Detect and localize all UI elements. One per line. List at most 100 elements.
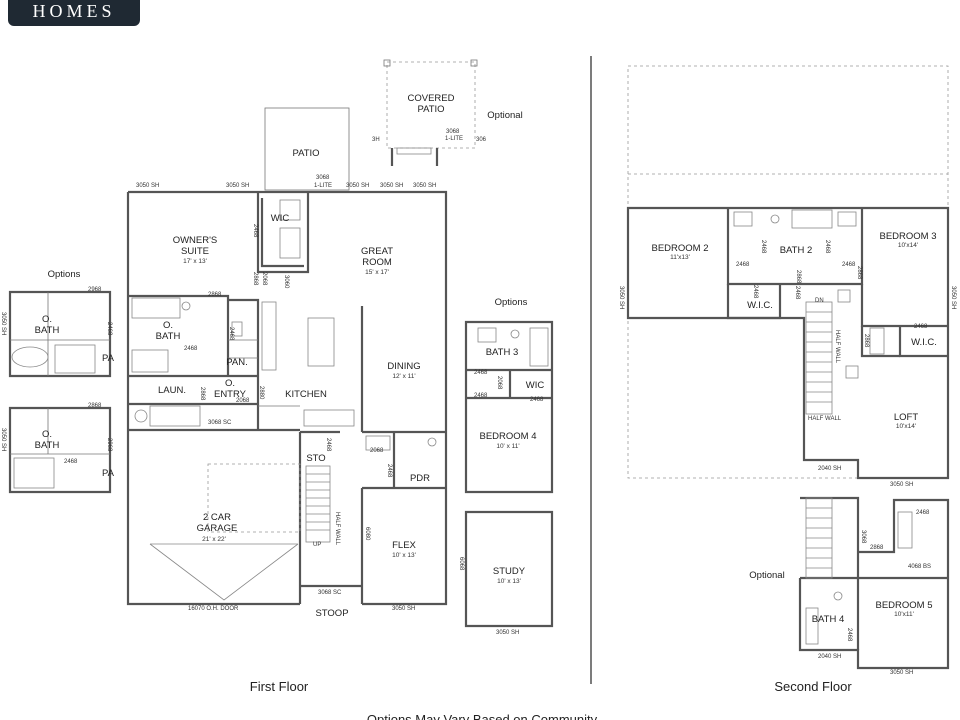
label-owners-suite-size: 17' x 13' xyxy=(183,258,207,265)
code: 2968 xyxy=(88,287,102,293)
label-laundry: LAUN. xyxy=(158,385,186,396)
first-floor-stairs xyxy=(305,465,331,543)
label-opt-bath-b: O. xyxy=(42,429,52,440)
code: 3050 SH xyxy=(496,630,519,636)
label-loft: LOFT xyxy=(894,412,918,423)
code: 16070 O.H. DOOR xyxy=(188,606,239,612)
code: 6080 xyxy=(364,527,370,541)
label-opt-pa-b: PA xyxy=(102,468,115,479)
label-down: DN xyxy=(815,298,824,304)
label-bedroom3: BEDROOM 3 xyxy=(879,231,936,242)
code: 2468 xyxy=(386,464,392,478)
label-pantry: PAN. xyxy=(226,357,247,368)
options-title-left: Options xyxy=(48,269,81,280)
code: 2968 xyxy=(106,438,112,452)
label-entry: O. xyxy=(225,378,235,389)
code: 2068 xyxy=(236,398,250,404)
code: 3060 xyxy=(283,275,289,289)
code: 306 xyxy=(476,137,487,143)
label-owners-suite: OWNER'S xyxy=(173,235,218,246)
first-floor-labels: COVERED PATIO Optional PATIO WIC OWNER'S… xyxy=(156,93,523,619)
code: 2468 xyxy=(752,285,758,299)
code: 3H xyxy=(372,137,380,143)
label-loft-size: 10'x14' xyxy=(896,423,916,430)
code: 2068 xyxy=(496,376,502,390)
code: 2040 SH xyxy=(818,466,841,472)
label-opt-bath-b-2: BATH xyxy=(35,440,60,451)
first-floor-codes: 3050 SH 3050 SH 3068 1-LITE 3050 SH 3050… xyxy=(136,129,487,612)
code: 3050 SH xyxy=(618,286,624,309)
code: 2468 xyxy=(846,628,852,642)
label-bedroom2: BEDROOM 2 xyxy=(651,243,708,254)
code: 3068 SC xyxy=(318,590,342,596)
label-o-bath: O. xyxy=(163,320,173,331)
label-garage-2: GARAGE xyxy=(197,523,238,534)
code: 2468 xyxy=(824,240,830,254)
code: 2468 xyxy=(794,286,800,300)
second-floor-optional: Optional BEDROOM 5 10'x11' BATH 4 3068 2… xyxy=(749,496,950,676)
code: 2040 SH xyxy=(818,654,841,660)
code: 4068 BS xyxy=(908,564,931,570)
label-opt-bath-2: BATH xyxy=(35,325,60,336)
code: 2468 xyxy=(325,438,331,452)
code: 2468 xyxy=(530,397,544,403)
code: 3068 SC xyxy=(208,420,232,426)
brand-logo: HOMES xyxy=(8,0,140,26)
code: 2068 xyxy=(261,272,267,286)
label-bedroom3-size: 10'x14' xyxy=(898,242,918,249)
label-storage: STO xyxy=(306,453,325,464)
label-bath3-option: BATH 3 xyxy=(486,347,519,358)
code: 2868 xyxy=(863,334,869,348)
label-wic-option: WIC xyxy=(526,380,545,391)
label-powder: PDR xyxy=(410,473,430,484)
label-dining-size: 12' x 11' xyxy=(392,373,415,380)
code: 2868 xyxy=(856,266,862,280)
code: 3050 SH xyxy=(950,286,956,309)
code: 2868 xyxy=(252,272,258,286)
code: 2468 xyxy=(916,510,930,516)
label-half-wall-lower: HALF WALL xyxy=(808,416,842,422)
code: 2868 xyxy=(199,387,205,401)
label-wic-upstairs-b: W.I.C. xyxy=(911,337,937,348)
code: 2468 xyxy=(842,262,856,268)
label-dining: DINING xyxy=(387,361,420,372)
code: 3050 SH xyxy=(413,183,436,189)
label-stoop: STOOP xyxy=(315,608,348,619)
label-flex: FLEX xyxy=(392,540,416,551)
code: 3050 SH xyxy=(346,183,369,189)
label-covered-patio: COVERED xyxy=(408,93,455,104)
label-entry-2: ENTRY xyxy=(214,389,247,400)
code: 1-LITE xyxy=(445,136,463,142)
code: 2880 xyxy=(258,386,264,400)
label-half-wall: HALF WALL xyxy=(334,512,340,546)
second-floor-stairs xyxy=(805,301,833,415)
code: 2468 xyxy=(914,324,928,330)
code: 3050 SH xyxy=(0,312,6,335)
brand-wordmark: HOMES xyxy=(32,1,116,21)
label-o-bath-2: BATH xyxy=(156,331,181,342)
label-study-option: STUDY xyxy=(493,566,526,577)
code: 3050 SH xyxy=(890,482,913,488)
label-wic: WIC xyxy=(271,213,290,224)
code: 2868 xyxy=(870,545,884,551)
code: 3068 xyxy=(446,129,460,135)
label-optional-upstairs: Optional xyxy=(749,570,784,581)
label-bedroom5-size: 10'x11' xyxy=(894,611,914,618)
code: 2868 xyxy=(208,292,222,298)
house-north-wall xyxy=(128,190,448,432)
code: 2468 xyxy=(228,327,234,341)
code: 2468 xyxy=(252,224,258,238)
label-bedroom4-size: 10' x 11' xyxy=(496,443,519,450)
label-kitchen: KITCHEN xyxy=(285,389,327,400)
caption-second-floor: Second Floor xyxy=(774,679,852,694)
label-opt-bath: O. xyxy=(42,314,52,325)
label-garage-size: 21' x 22' xyxy=(202,536,226,543)
label-study-size: 10' x 13' xyxy=(497,578,521,585)
footer-note: Options May Vary Based on Community xyxy=(367,712,598,720)
label-bath4: BATH 4 xyxy=(812,614,845,625)
code: 2468 xyxy=(474,370,488,376)
second-floor-plan: BEDROOM 2 11'x13' BATH 2 BEDROOM 3 10'x1… xyxy=(618,65,956,488)
code: 2468 xyxy=(106,322,112,336)
